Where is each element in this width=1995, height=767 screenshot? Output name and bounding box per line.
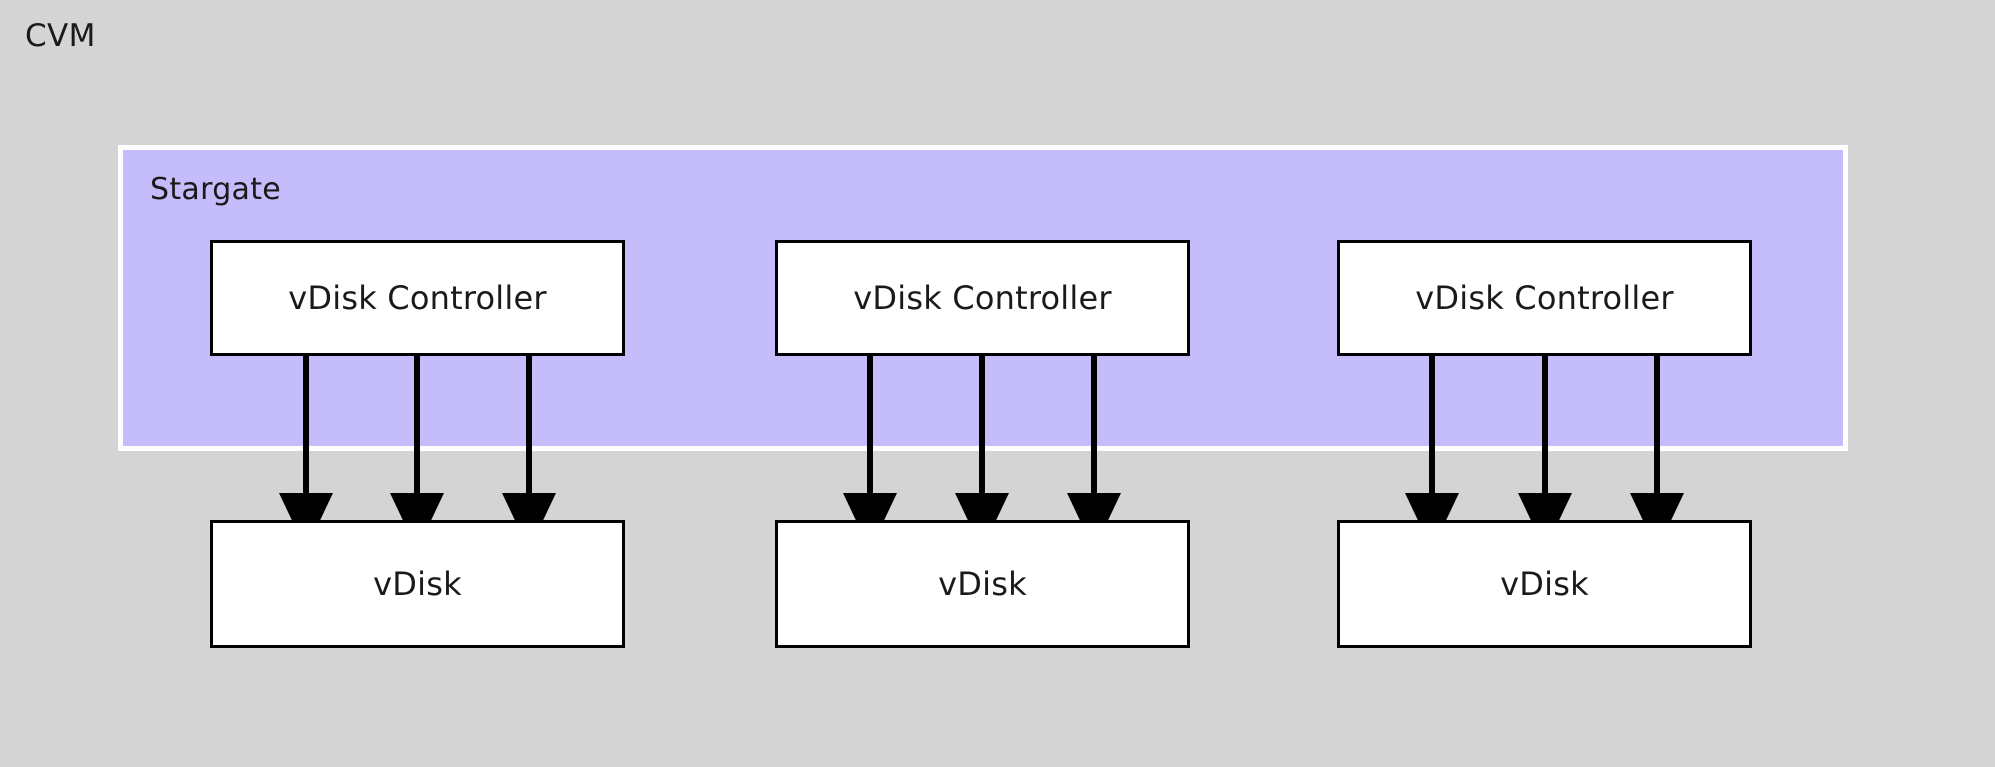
vdisk-controller-label: vDisk Controller [1415, 279, 1674, 317]
vdisk-label: vDisk [938, 565, 1027, 603]
cvm-label: CVM [25, 18, 96, 54]
vdisk-label: vDisk [1500, 565, 1589, 603]
vdisk-controller-box-3[interactable]: vDisk Controller [1337, 240, 1752, 356]
vdisk-controller-label: vDisk Controller [853, 279, 1112, 317]
vdisk-box-2[interactable]: vDisk [775, 520, 1190, 648]
vdisk-controller-box-2[interactable]: vDisk Controller [775, 240, 1190, 356]
vdisk-label: vDisk [373, 565, 462, 603]
vdisk-box-1[interactable]: vDisk [210, 520, 625, 648]
vdisk-box-3[interactable]: vDisk [1337, 520, 1752, 648]
vdisk-controller-label: vDisk Controller [288, 279, 547, 317]
stargate-label: Stargate [150, 172, 282, 207]
vdisk-controller-box-1[interactable]: vDisk Controller [210, 240, 625, 356]
